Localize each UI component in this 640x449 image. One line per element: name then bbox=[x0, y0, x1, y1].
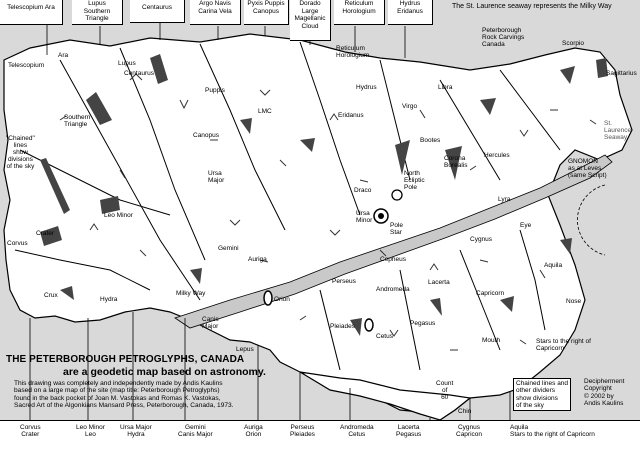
label-mouth: Mouth bbox=[482, 337, 501, 344]
label-north-ecliptic-pole: North Ecliptic Pole bbox=[404, 170, 425, 191]
label-chin: Chin bbox=[458, 408, 472, 415]
page-subtitle: are a geodetic map based on astronomy. bbox=[63, 366, 266, 378]
label-southern-triangle: Southern Triangle bbox=[64, 114, 91, 128]
label-crux: Crux bbox=[44, 292, 58, 299]
bottom-label-andromeda: Andromeda Cetus bbox=[340, 424, 374, 438]
label-draco: Draco bbox=[354, 187, 372, 194]
bottom-label-gemini: Gemini Canis Major bbox=[178, 424, 213, 438]
label-lupus: Lupus bbox=[118, 60, 136, 67]
label-gnomon: GNOMON as at Leves (same Script) bbox=[568, 158, 607, 179]
label-lyra: Lyra bbox=[498, 196, 511, 203]
label-ursa-minor: Ursa Minor bbox=[356, 210, 373, 224]
top-label-dorado: Dorado Large Magellanic Cloud bbox=[290, 0, 331, 41]
label-corvus: Corvus bbox=[7, 240, 28, 247]
label-lmc: LMC bbox=[258, 108, 272, 115]
label-hydra: Hydra bbox=[100, 296, 118, 303]
label-leo-minor: Leo Minor bbox=[104, 212, 133, 219]
pointer-lines bbox=[29, 312, 511, 420]
label-centaurus: Centaurus bbox=[124, 70, 154, 77]
small-glyphs bbox=[59, 73, 597, 351]
label-peterborough: Peterborough Rock Carvings Canada bbox=[482, 27, 525, 48]
bottom-label-cygnus: Cygnus Capricon bbox=[456, 424, 483, 438]
top-label-telescopium-ara: Telescopium Ara bbox=[0, 0, 63, 25]
label-pole-star: Pole Star bbox=[390, 222, 404, 236]
bottom-label-lacerta: Lacerta Pegasus bbox=[396, 424, 422, 438]
bottom-label-auriga: Auriga Orion bbox=[244, 424, 263, 438]
label-reticulum: Reticulum Horologium bbox=[336, 45, 370, 59]
label-pleiades: Pleiades bbox=[330, 323, 355, 330]
attribution-paragraph: This drawing was completely and independ… bbox=[14, 380, 234, 410]
bottom-label-corvus: Corvus Crater bbox=[20, 424, 41, 438]
chained-lines-note: Chained lines and other dividers show di… bbox=[513, 378, 572, 412]
label-count-of-60: Count of 60 bbox=[436, 380, 454, 401]
top-label-centaurus: Centaurus bbox=[130, 0, 185, 23]
stars-right-note: Stars to the right of Capricorn bbox=[536, 338, 591, 353]
label-hercules: Hercules bbox=[484, 152, 510, 159]
label-canopus: Canopus bbox=[193, 132, 220, 139]
label-orion: Orion bbox=[274, 296, 290, 303]
label-crater: Crater bbox=[36, 230, 55, 237]
label-eye: Eye bbox=[520, 222, 532, 229]
bottom-label-leo-minor: Leo Minor Leo bbox=[76, 424, 105, 438]
top-label-pyxis-puppis: Pyxis Puppis Canopus bbox=[244, 0, 289, 25]
label-scorpio: Scorpio bbox=[562, 40, 585, 47]
label-andromeda: Andromeda bbox=[376, 286, 410, 293]
label-cepheus: Cepheus bbox=[380, 256, 407, 263]
label-sagittarius: Sagittarius bbox=[606, 70, 637, 77]
bottom-label-perseus: Perseus Pleiades bbox=[290, 424, 315, 438]
label-milky-way: Milky Way bbox=[176, 290, 206, 297]
top-label-reticulum: Reticulum Horologium bbox=[334, 0, 385, 25]
label-cygnus: Cygnus bbox=[470, 236, 493, 243]
label-bootes: Bootes bbox=[420, 137, 441, 144]
top-label-hydrus: Hydrus Eridanus bbox=[388, 0, 433, 25]
label-ursa-major: Ursa Major bbox=[208, 170, 225, 184]
chained-lines bbox=[14, 41, 561, 371]
decipherment-note: Decipherment Copyright © 2002 by Andis K… bbox=[584, 378, 625, 407]
label-telescopium: Telescopium bbox=[8, 62, 45, 69]
label-lacerta: Lacerta bbox=[428, 279, 450, 286]
label-gemini: Gemini bbox=[218, 245, 239, 252]
label-capricorn: Capricorn bbox=[476, 290, 505, 297]
label-cetus: Cetus bbox=[376, 333, 393, 340]
bottom-label-strip bbox=[0, 420, 640, 449]
label-eridanus: Eridanus bbox=[338, 112, 364, 119]
label-st-lawrence: St. Laurence Seaway bbox=[604, 120, 632, 141]
top-right-note: The St. Laurence seaway represents the M… bbox=[452, 3, 612, 10]
label-perseus: Perseus bbox=[332, 278, 356, 285]
label-lepus: Lepus bbox=[236, 346, 254, 353]
bottom-label-ursa-major: Ursa Major Hydra bbox=[120, 424, 152, 438]
top-label-argo-navis: Argo Navis Carina Vela bbox=[190, 0, 241, 25]
petroglyph-figures bbox=[40, 54, 608, 336]
label-corona-borealis: Corona Borealis bbox=[444, 155, 468, 169]
label-auriga: Auriga bbox=[248, 256, 267, 263]
top-label-lupus: Lupus Southern Triangle bbox=[72, 0, 123, 25]
label-aquila: Aquila bbox=[544, 262, 563, 269]
label-nose: Nose bbox=[566, 298, 582, 305]
label-hydrus: Hydrus bbox=[356, 84, 377, 91]
rock-outcrop bbox=[3, 33, 633, 421]
label-canis-major: Canis Major bbox=[202, 316, 219, 330]
label-chained-lines: "Chained" lines show divisions of the sk… bbox=[6, 135, 35, 170]
milky-way-band bbox=[174, 154, 613, 329]
page-title: THE PETERBOROUGH PETROGLYPHS, CANADA bbox=[6, 354, 245, 365]
label-ara: Ara bbox=[58, 52, 69, 59]
label-libra: Libra bbox=[438, 84, 453, 91]
label-puppis: Puppis bbox=[205, 87, 225, 94]
label-virgo: Virgo bbox=[402, 103, 418, 110]
label-pegasus: Pegasus bbox=[410, 320, 436, 327]
bottom-label-aquila: Aquila Stars to the right of Capricorn bbox=[510, 424, 595, 438]
